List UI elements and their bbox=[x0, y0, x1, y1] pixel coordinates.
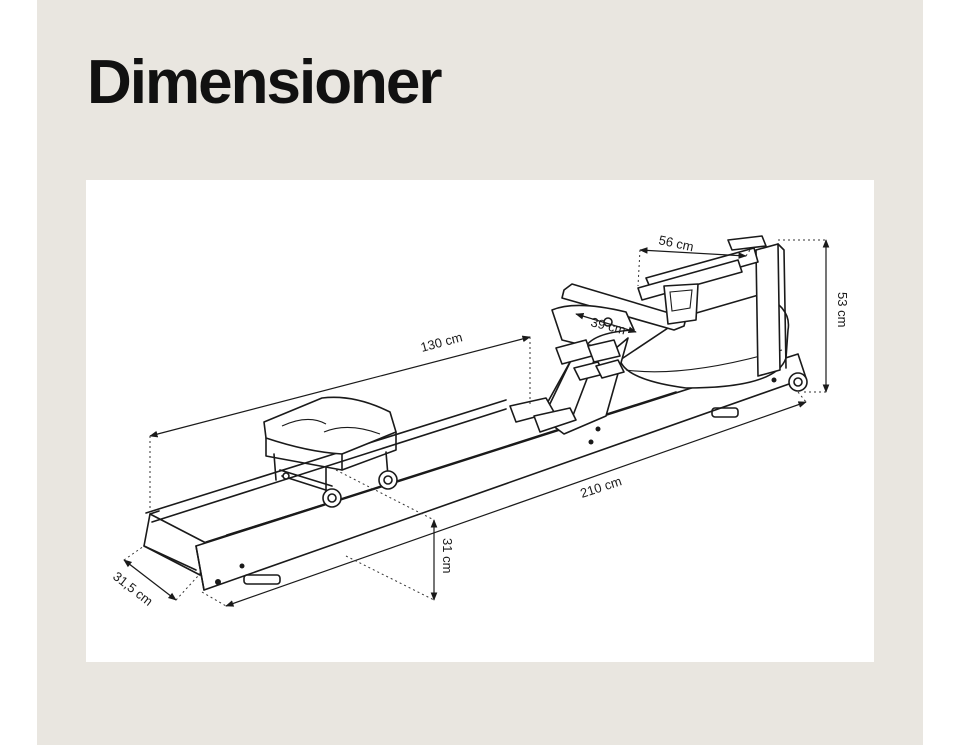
dimension-label-56: 56 cm bbox=[657, 232, 695, 254]
diagram-card: 130 cm 210 cm 56 cm 39 cm 53 cm 31 cm 31… bbox=[86, 180, 874, 662]
dimension-label-53: 53 cm bbox=[835, 292, 850, 327]
dimension-label-210: 210 cm bbox=[578, 473, 623, 500]
dimension-lines bbox=[123, 239, 830, 607]
dimension-label-31: 31 cm bbox=[440, 538, 455, 573]
background-panel: Dimensioner bbox=[37, 0, 923, 745]
rowing-machine-diagram: 130 cm 210 cm 56 cm 39 cm 53 cm 31 cm 31… bbox=[110, 232, 850, 609]
rowing-machine-illustration bbox=[143, 235, 808, 591]
page-title: Dimensioner bbox=[87, 48, 443, 117]
dimension-label-31-5: 31,5 cm bbox=[110, 569, 156, 609]
dimension-label-130: 130 cm bbox=[419, 329, 464, 355]
